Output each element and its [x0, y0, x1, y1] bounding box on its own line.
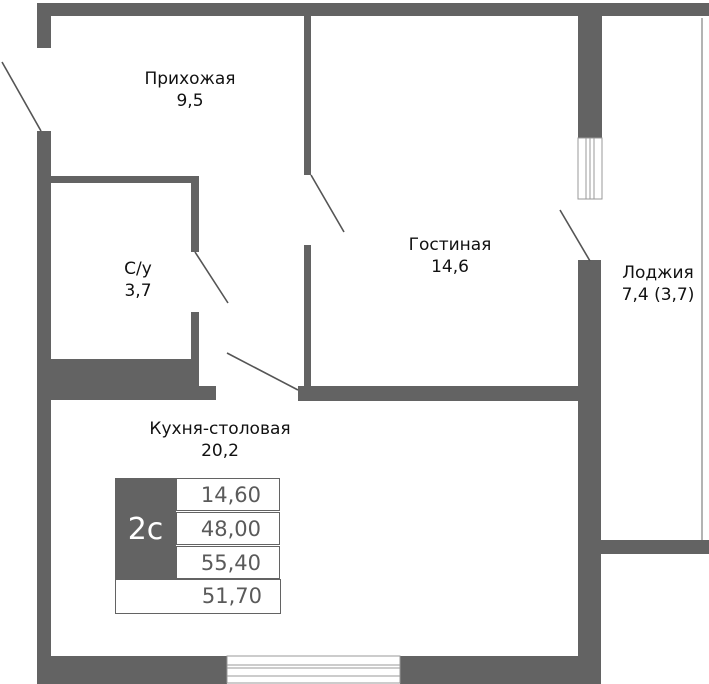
room-kitchen-area: 20,2	[201, 441, 239, 461]
total-area-value: 48,00	[176, 512, 280, 545]
wall-bottom-right	[400, 656, 600, 684]
living-door	[310, 174, 345, 233]
room-kitchen-name: Кухня-столовая	[149, 419, 291, 439]
room-living: Гостиная 14,6	[380, 234, 520, 278]
room-bathroom-name: С/у	[124, 259, 152, 279]
wall-bathroom-right-upper	[191, 176, 199, 252]
balcony-window	[577, 137, 603, 200]
room-living-name: Гостиная	[408, 235, 492, 255]
wall-bathroom-bottom-ext	[51, 386, 216, 400]
kitchen-door	[226, 352, 299, 391]
wall-partition-upper	[304, 16, 311, 175]
wall-partition-lower	[304, 245, 311, 387]
room-loggia-area: 7,4 (3,7)	[621, 285, 695, 305]
wall-top	[37, 3, 709, 16]
room-living-area: 14,6	[431, 257, 469, 277]
entry-door	[1, 61, 42, 132]
total-with-loggia-value: 55,40	[176, 546, 280, 579]
wall-left	[37, 131, 51, 684]
room-hallway-area: 9,5	[176, 91, 204, 111]
apartment-type-badge: 2с	[115, 478, 176, 580]
room-hallway: Прихожая 9,5	[120, 68, 260, 112]
wall-living-kitchen	[298, 386, 578, 401]
loggia-door	[559, 209, 591, 262]
room-hallway-name: Прихожая	[144, 69, 236, 89]
wall-bottom-left	[37, 656, 227, 684]
room-kitchen: Кухня-столовая 20,2	[130, 418, 310, 462]
doors	[1, 61, 591, 391]
room-loggia-name: Лоджия	[622, 263, 694, 283]
wall-right-lower	[578, 260, 601, 684]
walls	[37, 3, 709, 684]
room-loggia: Лоджия 7,4 (3,7)	[606, 262, 709, 306]
wall-right-upper	[578, 3, 602, 138]
wall-bathroom-top	[51, 176, 199, 183]
room-bathroom-area: 3,7	[124, 281, 152, 301]
wall-loggia-bottom	[601, 540, 709, 554]
room-bathroom: С/у 3,7	[98, 258, 178, 302]
reduced-area-value: 51,70	[115, 579, 281, 614]
living-area-value: 14,60	[176, 478, 280, 511]
area-summary-table: 2с 14,60 48,00 55,40 51,70	[115, 478, 281, 614]
bathroom-door	[194, 251, 229, 304]
wall-bathroom-bottom	[51, 359, 199, 387]
kitchen-window	[226, 655, 401, 684]
wall-bathroom-right-lower	[191, 312, 199, 387]
wall-left-stub	[37, 3, 51, 48]
